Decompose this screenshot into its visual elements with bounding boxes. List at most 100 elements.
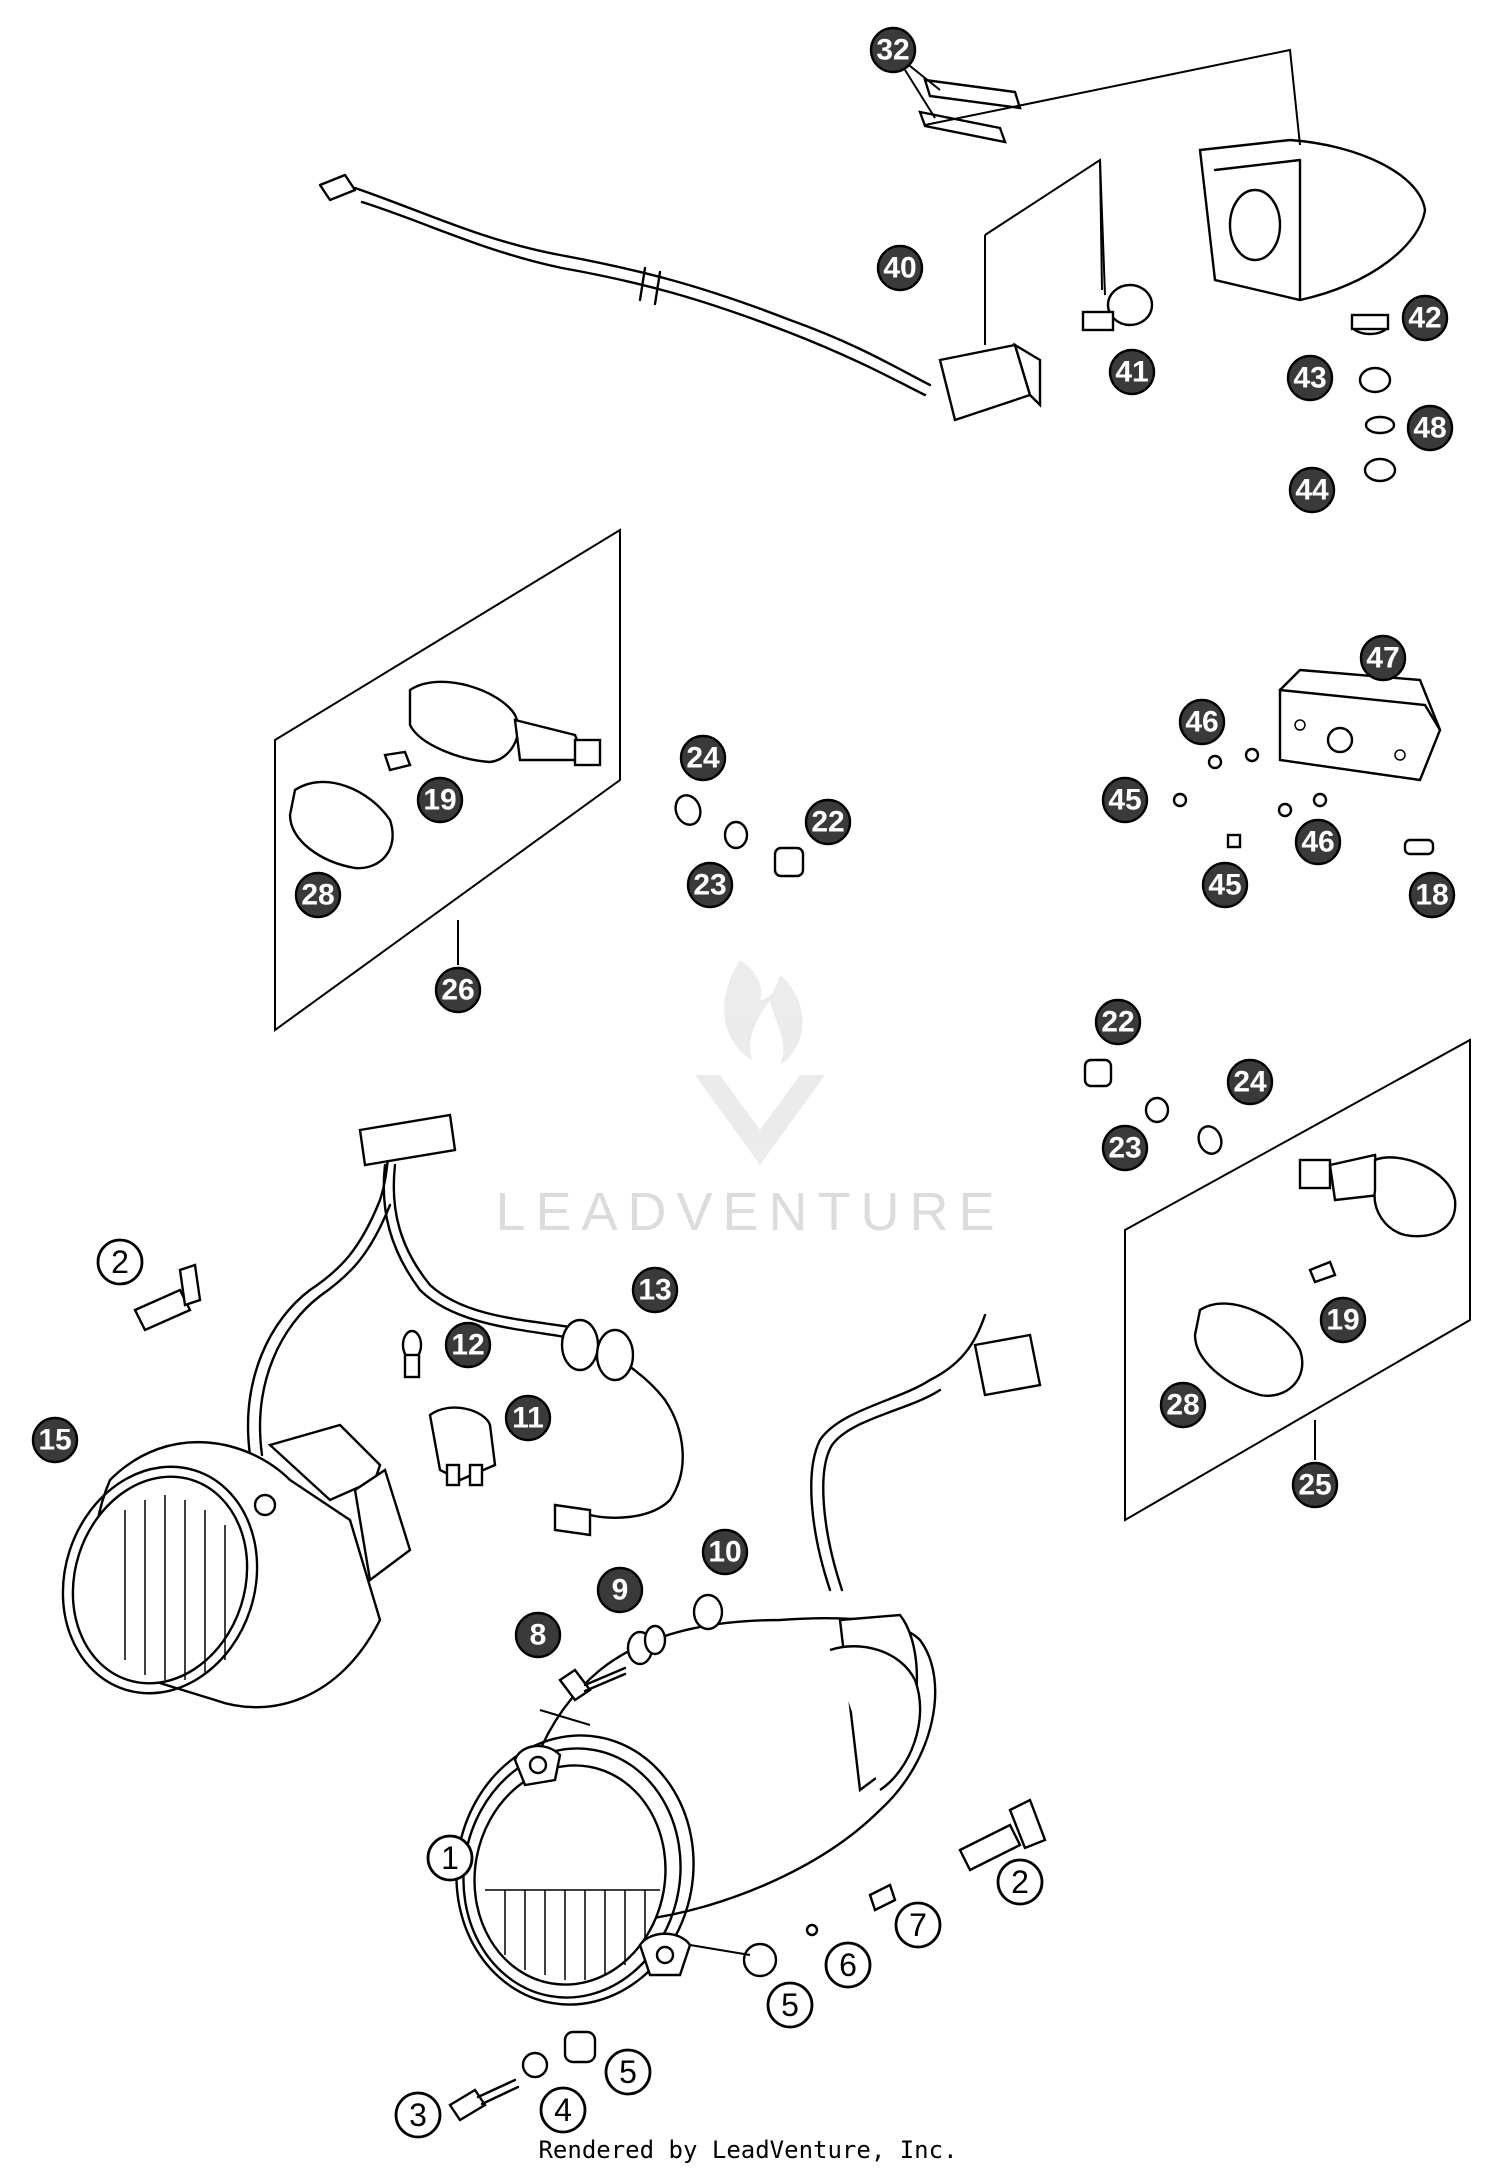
tail-light-assembly <box>318 48 1427 483</box>
svg-text:10: 10 <box>708 1536 741 1569</box>
pilot-bulb-and-socket <box>401 1329 497 1487</box>
tail-bulb <box>1081 283 1154 332</box>
svg-text:45: 45 <box>1208 869 1241 902</box>
indicator-hardware-lower <box>1083 1058 1223 1155</box>
svg-text:23: 23 <box>1108 1132 1141 1165</box>
callout-41[interactable]: 41 <box>1108 348 1156 396</box>
callout-7[interactable]: 7 <box>894 1901 942 1949</box>
svg-text:45: 45 <box>1108 784 1141 817</box>
svg-text:28: 28 <box>1166 1389 1199 1422</box>
callout-24-upper[interactable]: 24 <box>679 734 727 782</box>
license-light-assembly <box>1172 668 1442 856</box>
svg-text:4: 4 <box>554 2092 572 2128</box>
callout-4[interactable]: 4 <box>539 2086 587 2134</box>
callout-42[interactable]: 42 <box>1401 294 1449 342</box>
callout-13[interactable]: 13 <box>631 1266 679 1314</box>
headlight-left <box>61 1113 684 1709</box>
svg-text:7: 7 <box>909 1907 927 1943</box>
callout-19-upper[interactable]: 19 <box>416 776 464 824</box>
callout-48[interactable]: 48 <box>1406 404 1454 452</box>
headlight-main <box>455 1313 1042 2006</box>
callout-45-lower[interactable]: 45 <box>1201 861 1249 909</box>
callout-12[interactable]: 12 <box>444 1321 492 1369</box>
callout-22-lower[interactable]: 22 <box>1094 998 1142 1046</box>
tail-light-housing <box>1198 138 1427 302</box>
callout-11[interactable]: 11 <box>504 1394 552 1442</box>
svg-text:25: 25 <box>1298 1469 1331 1502</box>
reflector-strips <box>918 78 1022 144</box>
callout-1[interactable]: 1 <box>426 1834 474 1882</box>
tail-light-cable <box>318 173 1042 422</box>
svg-text:18: 18 <box>1415 879 1448 912</box>
callout-23-lower[interactable]: 23 <box>1101 1124 1149 1172</box>
svg-text:11: 11 <box>512 1402 544 1435</box>
callout-40[interactable]: 40 <box>876 244 924 292</box>
callout-44[interactable]: 44 <box>1288 466 1336 514</box>
svg-text:3: 3 <box>409 2097 427 2133</box>
mounting-bolt-set <box>539 1593 724 1726</box>
callout-24-lower[interactable]: 24 <box>1226 1058 1274 1106</box>
callout-45-upper[interactable]: 45 <box>1101 776 1149 824</box>
callout-28-upper[interactable]: 28 <box>294 871 342 919</box>
svg-text:48: 48 <box>1413 412 1446 445</box>
callout-23-upper[interactable]: 23 <box>686 861 734 909</box>
svg-text:42: 42 <box>1408 302 1441 335</box>
svg-text:6: 6 <box>839 1947 857 1983</box>
indicator-front-right <box>1124 1038 1471 1522</box>
mounting-hardware-right <box>689 1883 897 1978</box>
svg-text:13: 13 <box>638 1274 671 1307</box>
svg-text:24: 24 <box>686 742 720 775</box>
callout-8[interactable]: 8 <box>514 1611 562 1659</box>
svg-text:5: 5 <box>781 1987 799 2023</box>
svg-text:28: 28 <box>301 879 334 912</box>
svg-text:2: 2 <box>1011 1864 1029 1900</box>
callout-2-lower[interactable]: 2 <box>996 1858 1044 1906</box>
callout-2-upper[interactable]: 2 <box>96 1238 144 1286</box>
bulb-h4-left <box>133 1263 202 1332</box>
svg-text:44: 44 <box>1295 474 1329 507</box>
svg-text:23: 23 <box>693 869 726 902</box>
callout-25[interactable]: 25 <box>1291 1461 1339 1509</box>
callout-10[interactable]: 10 <box>701 1528 749 1576</box>
bulb-h4-right <box>958 1798 1047 1872</box>
indicator-front-left <box>274 528 621 1032</box>
callout-5-right[interactable]: 5 <box>766 1981 814 2029</box>
svg-text:22: 22 <box>1101 1006 1134 1039</box>
svg-text:46: 46 <box>1301 826 1334 859</box>
callout-19-lower[interactable]: 19 <box>1319 1296 1367 1344</box>
svg-text:12: 12 <box>451 1329 484 1362</box>
callout-22-upper[interactable]: 22 <box>804 798 852 846</box>
callout-32[interactable]: 32 <box>869 26 917 74</box>
callout-6[interactable]: 6 <box>824 1941 872 1989</box>
svg-text:32: 32 <box>876 34 909 67</box>
svg-text:5: 5 <box>619 2054 637 2090</box>
callout-18[interactable]: 18 <box>1408 871 1456 919</box>
svg-text:40: 40 <box>883 252 916 285</box>
svg-text:26: 26 <box>441 974 474 1007</box>
svg-text:9: 9 <box>612 1574 629 1607</box>
callout-9[interactable]: 9 <box>596 1566 644 1614</box>
indicator-hardware-upper <box>674 794 805 878</box>
callout-3[interactable]: 3 <box>394 2091 442 2139</box>
callout-5-left[interactable]: 5 <box>604 2048 652 2096</box>
svg-text:43: 43 <box>1293 362 1326 395</box>
callout-26[interactable]: 26 <box>434 966 482 1014</box>
svg-text:24: 24 <box>1233 1066 1267 1099</box>
watermark-logo <box>695 960 825 1165</box>
svg-text:8: 8 <box>530 1619 547 1652</box>
footer-credit: Rendered by LeadVenture, Inc. <box>538 2136 957 2164</box>
svg-text:1: 1 <box>441 1840 459 1876</box>
callout-47[interactable]: 47 <box>1359 634 1407 682</box>
callout-28-lower[interactable]: 28 <box>1159 1381 1207 1429</box>
svg-text:22: 22 <box>811 806 844 839</box>
callout-15[interactable]: 15 <box>31 1416 79 1464</box>
callout-46-lower[interactable]: 46 <box>1294 818 1342 866</box>
svg-text:15: 15 <box>38 1424 71 1457</box>
svg-text:41: 41 <box>1115 356 1148 389</box>
callout-43[interactable]: 43 <box>1286 354 1334 402</box>
svg-text:19: 19 <box>423 784 456 817</box>
callout-46-upper[interactable]: 46 <box>1178 698 1226 746</box>
watermark-text: LEADVENTURE <box>495 1182 1004 1242</box>
svg-text:46: 46 <box>1185 706 1218 739</box>
